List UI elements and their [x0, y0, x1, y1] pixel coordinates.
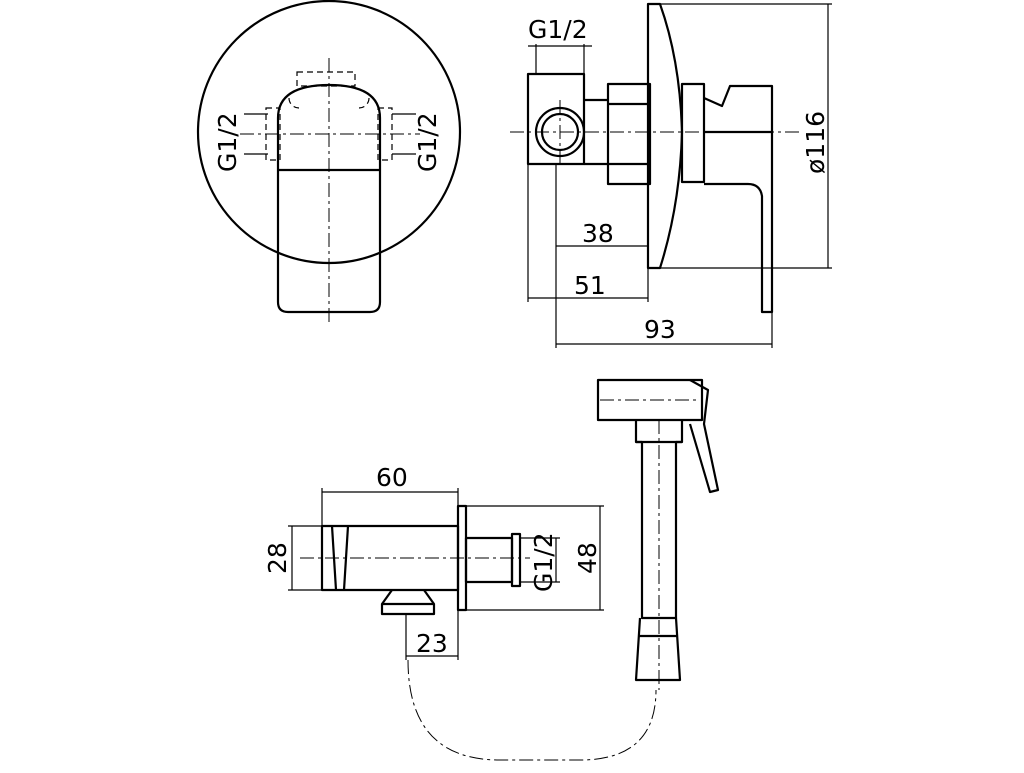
valve-body [606, 82, 652, 186]
holder-thread-end [510, 532, 522, 588]
lever-handle [276, 83, 382, 314]
wall-plate [646, 2, 684, 270]
hose-phantom [407, 659, 657, 761]
side-lever [703, 84, 774, 314]
side-thread-label: G1/2 [528, 15, 588, 44]
dim-23-label: 23 [416, 629, 448, 658]
dim-93-label: 93 [644, 315, 676, 344]
spray-view [596, 378, 720, 690]
spray-connector [634, 617, 682, 682]
spray-head [596, 378, 704, 422]
front-view: G1/2 G1/2 [196, 0, 462, 325]
hose-outlet [380, 589, 436, 616]
dim-48-label: 48 [573, 542, 602, 574]
inlet-neck [584, 98, 608, 166]
dim-51-label: 51 [574, 271, 606, 300]
diameter-label: ø116 [801, 111, 830, 174]
spray-trigger [688, 379, 720, 494]
side-view: G1/2 ø116 38 51 93 [510, 2, 832, 348]
thread-label-right: G1/2 [413, 112, 442, 172]
hidden-top-port [296, 71, 356, 87]
dim-28-label: 28 [263, 542, 292, 574]
cartridge [680, 82, 706, 184]
dim-38-label: 38 [582, 219, 614, 248]
holder-thread-stub [464, 536, 514, 584]
hidden-arc-right [358, 97, 370, 109]
dim-60-label: 60 [376, 463, 408, 492]
hidden-arc-left [288, 97, 300, 109]
thread-label-left: G1/2 [213, 112, 242, 172]
holder-view: 60 28 G1/2 48 23 [263, 463, 657, 761]
bottom-thread-label: G1/2 [529, 532, 558, 592]
